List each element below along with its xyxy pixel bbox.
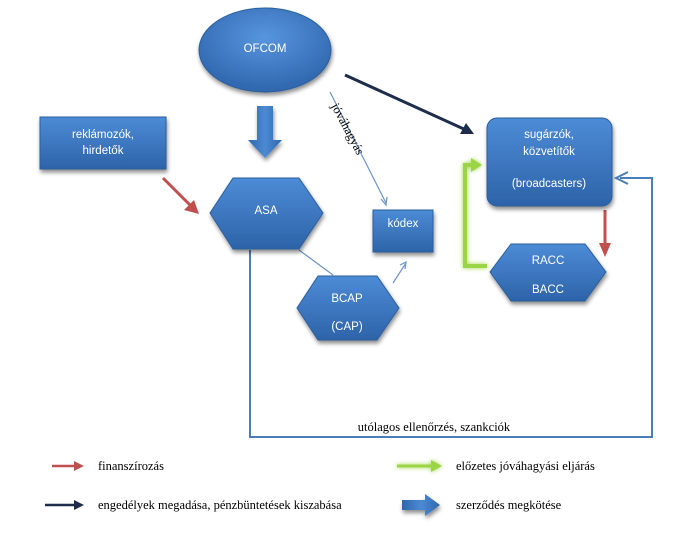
bcap-node: [296, 275, 400, 341]
approval-arrow: [329, 91, 388, 207]
post-control-label: utólagos ellenőrzés, szankciók: [358, 420, 511, 434]
racc-label: RACC: [532, 255, 565, 267]
bcap-label-line1: BCAP: [331, 293, 363, 305]
ofcom-node: [198, 7, 332, 93]
legend: finanszírozás engedélyek megadása, pénzb…: [45, 459, 595, 516]
racc-bacc-node: [489, 243, 607, 302]
legend-licensing: engedélyek megadása, pénzbüntetések kisz…: [45, 498, 342, 512]
broadcasters-label-line3: (broadcasters): [512, 178, 586, 190]
bacc-label: BACC: [532, 284, 564, 296]
advertisers-node: [39, 116, 167, 170]
legend-preapproval-label: előzetes jóváhagyási eljárás: [456, 459, 595, 473]
asa-node: [209, 177, 324, 250]
kodex-label: kódex: [388, 218, 419, 230]
financing-arrow: [161, 176, 199, 214]
bcap-to-kodex-arrow: [392, 260, 407, 284]
legend-contract-label: szerződés megkötése: [456, 498, 562, 512]
legend-preapproval: [397, 460, 442, 472]
ofcom-label: OFCOM: [244, 43, 287, 55]
preapproval-arrow: [463, 158, 487, 268]
broadcasters-node: [486, 117, 613, 207]
broadcasters-label-line2: közvetítők: [523, 146, 575, 158]
legend-licensing-label: engedélyek megadása, pénzbüntetések kisz…: [98, 498, 342, 512]
advertisers-label-line2: hirdetők: [83, 145, 124, 157]
ofcom-to-broadcasters-arrow: [344, 73, 474, 134]
bcap-label-line2: (CAP): [331, 321, 362, 333]
broadcasters-label-line1: sugárzók,: [524, 129, 574, 141]
broadcasters-to-racc-arrow: [599, 210, 611, 257]
ofcom-to-asa-arrow: [248, 106, 282, 158]
legend-financing-label: finanszírozás: [98, 459, 164, 473]
asa-label: ASA: [254, 205, 277, 217]
asa-bcap-connector: [298, 249, 334, 276]
legend-financing: finanszírozás: [52, 459, 164, 473]
kodex-node: [372, 209, 434, 253]
advertisers-label-line1: reklámozók,: [72, 129, 134, 141]
legend-contract: [402, 494, 440, 516]
approval-label: jóváhagyás: [328, 100, 367, 157]
post-control-connector: [249, 171, 653, 438]
